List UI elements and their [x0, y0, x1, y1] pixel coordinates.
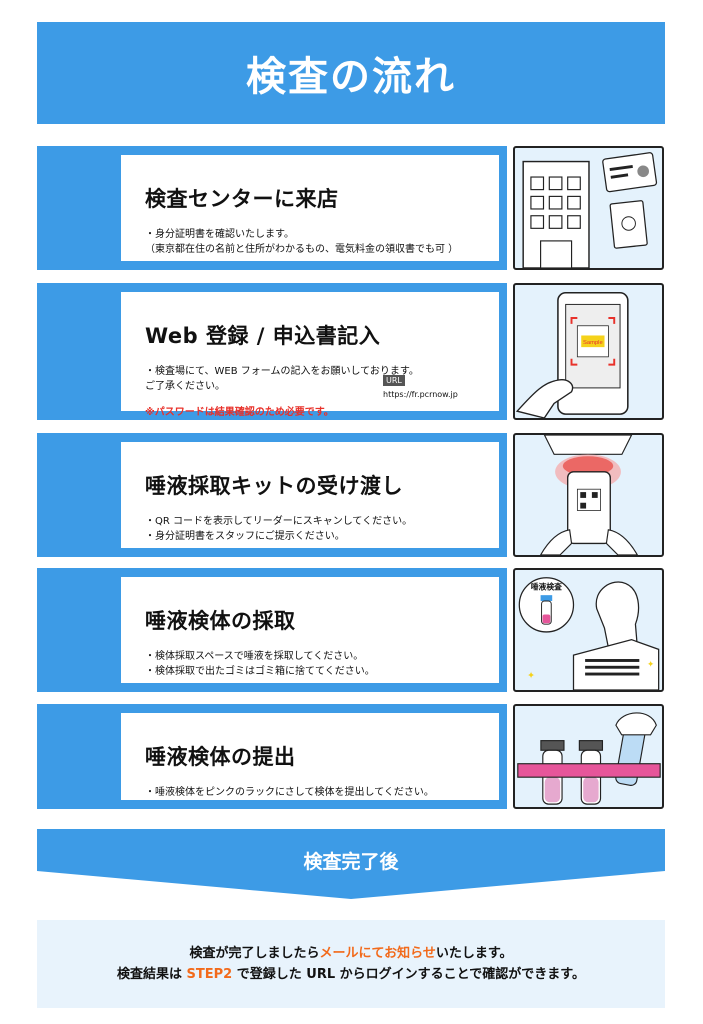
step-title: 唾液検体の提出 — [145, 745, 296, 769]
step-web-registration: Web 登録 / 申込書記入 ・検査場にて、WEB フォームの記入をお願いしてお… — [37, 283, 507, 420]
registration-url[interactable]: https://fr.pcrnow.jp — [383, 390, 458, 399]
password-warning: ※パスワードは結果確認のため必要です。 — [145, 407, 334, 418]
building-illustration — [513, 146, 664, 270]
result-notice: 検査が完了しましたらメールにてお知らせいたします。 検査結果は STEP2 で登… — [37, 920, 665, 1008]
svg-text:✦: ✦ — [527, 670, 535, 681]
step-title: 検査センターに来店 — [145, 187, 339, 211]
step-card: 唾液検体の提出 ・唾液検体をピンクのラックにさして検体を提出してください。 — [121, 713, 499, 800]
after-test-label: 検査完了後 — [303, 851, 399, 873]
header-banner: 検査の流れ — [37, 22, 665, 124]
collection-illustration: 唾液検査 ✦ ✦ — [513, 568, 664, 692]
qr-scanner-icon — [539, 435, 639, 555]
phone-qr-illustration: Sample — [513, 283, 664, 420]
step-card: Web 登録 / 申込書記入 ・検査場にて、WEB フォームの記入をお願いしてお… — [121, 292, 499, 418]
step-sample-submission: 唾液検体の提出 ・唾液検体をピンクのラックにさして検体を提出してください。 — [37, 704, 507, 809]
step-text: ・検体採取で出たゴミはゴミ箱に捨ててください。 — [145, 666, 375, 677]
step-card: 唾液検体の採取 ・検体採取スペースで唾液を採取してください。 ・検体採取で出たゴ… — [121, 577, 499, 683]
sample-rack-icon — [517, 712, 661, 805]
step-kit-handover: 唾液採取キットの受け渡し ・QR コードを表示してリーダーにスキャンしてください… — [37, 433, 507, 557]
sample-label: Sample — [583, 340, 603, 346]
notice-line-2: 検査結果は STEP2 で登録した URL からログインすることで確認ができます… — [117, 964, 585, 985]
step-text: ・検査場にて、WEB フォームの記入をお願いしております。 — [145, 366, 419, 377]
step-text: （東京都在住の名前と住所がわかるもの、電気料金の領収書でも可 ） — [145, 244, 459, 255]
notice-line-1: 検査が完了しましたらメールにてお知らせいたします。 — [189, 943, 512, 964]
step-visit-center: 検査センターに来店 ・身分証明書を確認いたします。 （東京都在住の名前と住所がわ… — [37, 146, 507, 270]
notice-text: いたします。 — [435, 946, 513, 961]
step-title: Web 登録 / 申込書記入 — [145, 324, 381, 348]
phone-qr-icon: Sample — [515, 291, 629, 418]
notice-highlight: STEP2 — [186, 967, 233, 982]
step-saliva-collection: 唾液検体の採取 ・検体採取スペースで唾液を採取してください。 ・検体採取で出たゴ… — [37, 568, 507, 692]
saliva-test-label: 唾液検査 — [531, 581, 562, 591]
step-title: 唾液検体の採取 — [145, 609, 296, 633]
rack-illustration — [513, 704, 664, 809]
step-text: ・検体採取スペースで唾液を採取してください。 — [145, 651, 364, 662]
step-text: ・身分証明書をスタッフにご提示ください。 — [145, 531, 345, 542]
scanner-illustration — [513, 433, 664, 557]
notice-text: で登録した URL からログインすることで確認ができます。 — [236, 967, 585, 982]
step-title: 唾液採取キットの受け渡し — [145, 474, 403, 498]
notice-text: 検査結果は — [117, 967, 183, 982]
step-text: ご了承ください。 — [145, 381, 225, 392]
saliva-collection-icon: 唾液検査 ✦ ✦ — [518, 577, 660, 690]
svg-text:✦: ✦ — [647, 660, 654, 670]
down-arrow-banner-icon — [37, 829, 665, 899]
notice-highlight: メールにてお知らせ — [319, 946, 436, 961]
notice-text: 検査が完了しましたら — [189, 946, 320, 961]
step-text: ・唾液検体をピンクのラックにさして検体を提出してください。 — [145, 787, 434, 798]
page-title: 検査の流れ — [246, 54, 456, 100]
building-id-card-icon — [522, 152, 658, 268]
step-text: ・QR コードを表示してリーダーにスキャンしてください。 — [145, 516, 413, 527]
url-label: URL — [383, 375, 405, 386]
step-text: ・身分証明書を確認いたします。 — [145, 229, 294, 240]
step-card: 唾液採取キットの受け渡し ・QR コードを表示してリーダーにスキャンしてください… — [121, 442, 499, 548]
after-test-banner: 検査完了後 — [37, 829, 665, 899]
step-card: 検査センターに来店 ・身分証明書を確認いたします。 （東京都在住の名前と住所がわ… — [121, 155, 499, 261]
